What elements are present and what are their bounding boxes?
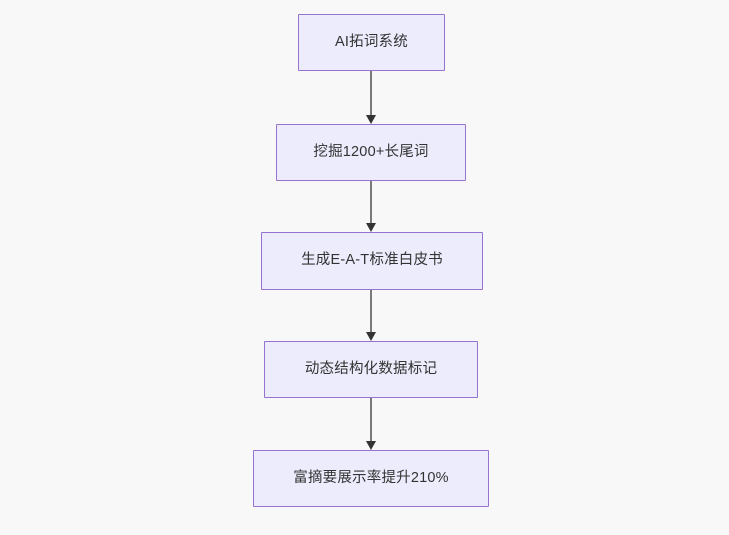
edge-n4-n5 [363, 398, 379, 450]
flow-node-label: 挖掘1200+长尾词 [313, 143, 429, 160]
edge-n2-n3 [363, 181, 379, 232]
flow-node-rich-snippet-rate-increase[interactable]: 富摘要展示率提升210% [253, 450, 489, 507]
flow-node-mine-longtail-keywords[interactable]: 挖掘1200+长尾词 [276, 124, 466, 181]
flow-node-label: AI拓词系统 [335, 33, 408, 50]
flow-node-label: 动态结构化数据标记 [304, 360, 438, 377]
edge-n1-n2 [363, 71, 379, 124]
flow-node-generate-eat-whitepaper[interactable]: 生成E-A-T标准白皮书 [261, 232, 483, 290]
flow-node-dynamic-structured-data-markup[interactable]: 动态结构化数据标记 [264, 341, 478, 398]
flow-node-label: 生成E-A-T标准白皮书 [301, 252, 443, 269]
edge-n3-n4 [363, 290, 379, 341]
flow-node-label: 富摘要展示率提升210% [293, 469, 449, 486]
flow-node-ai-keyword-system[interactable]: AI拓词系统 [298, 14, 445, 71]
